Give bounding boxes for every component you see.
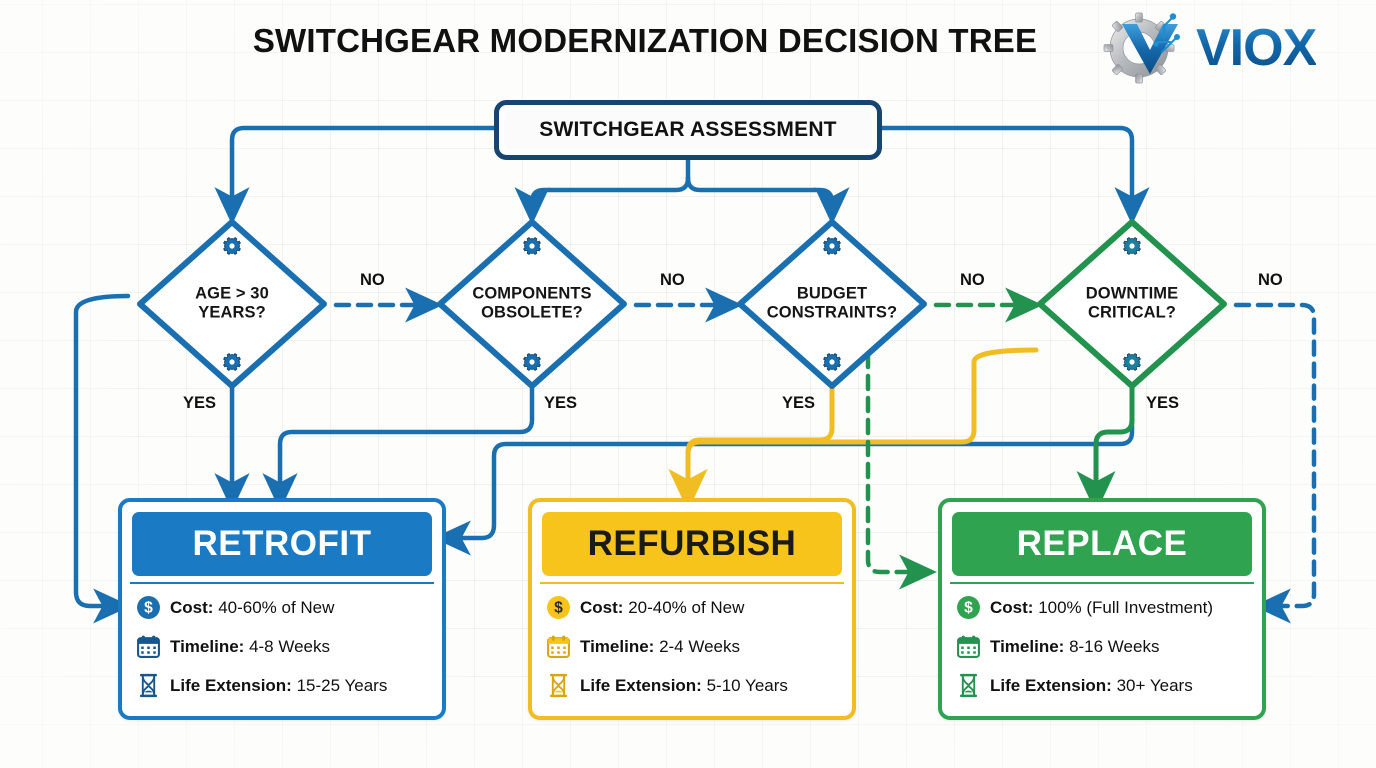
dollar-coin-icon: $: [546, 595, 580, 621]
row-label: Timeline:: [990, 636, 1065, 656]
row-value: 8-16 Weeks: [1069, 636, 1160, 656]
row-value: 4-8 Weeks: [249, 636, 331, 656]
hourglass-icon: [546, 673, 580, 699]
gear-icon: [823, 237, 841, 255]
outcome-replace-title: REPLACE: [952, 512, 1252, 576]
edge-downtime-to-refurbish: [668, 347, 1039, 512]
dollar-coin-icon: $: [136, 595, 170, 621]
edge-label-downtime-yes: YES: [1146, 394, 1180, 412]
gear-icon: [223, 237, 241, 255]
row-value: 2-4 Weeks: [659, 636, 741, 656]
outcome-card-replace[interactable]: REPLACE $ Cost: 100% (Full Investment): [938, 498, 1266, 720]
hourglass-icon: [136, 673, 170, 699]
edge-label-components-yes: YES: [544, 394, 578, 412]
edge-root-to-components: [514, 175, 691, 225]
row-label: Cost:: [170, 597, 214, 617]
outcome-card-retrofit[interactable]: RETROFIT $ Cost: 40-60% of New: [118, 498, 446, 720]
edge-root-to-age: [214, 125, 499, 225]
row-value: 40-60% of New: [218, 597, 335, 617]
list-item: Life Extension: 15-25 Years: [136, 666, 430, 705]
row-label: Timeline:: [170, 636, 245, 656]
row-value: 15-25 Years: [296, 675, 388, 695]
gear-icon: [1123, 237, 1141, 255]
gear-icon: [1123, 353, 1141, 371]
edge-label-budget-no: NO: [960, 271, 985, 289]
gear-icon: [523, 353, 541, 371]
edge-age-left-to-retrofit: [73, 293, 131, 624]
edge-budget-to-replace: [865, 329, 937, 590]
gear-v-logo-icon: [1103, 12, 1180, 84]
row-value: 30+ Years: [1116, 675, 1193, 695]
svg-text:$: $: [144, 600, 153, 617]
outcome-refurbish-rows: $ Cost: 20-40% of New: [546, 588, 840, 705]
outcome-refurbish-title: REFURBISH: [542, 512, 842, 576]
edge-downtime-yes-to-replace: [1076, 385, 1135, 514]
logo-wordmark: VIOX: [1196, 19, 1317, 77]
page-title: SWITCHGEAR MODERNIZATION DECISION TREE: [252, 22, 1038, 59]
node-switchgear-assessment[interactable]: SWITCHGEAR ASSESSMENT: [494, 100, 882, 160]
row-value: 100% (Full Investment): [1038, 597, 1213, 617]
list-item: $ Cost: 100% (Full Investment): [956, 588, 1250, 627]
edge-root-to-budget: [685, 175, 850, 225]
gear-icon: [523, 237, 541, 255]
row-label: Timeline:: [580, 636, 655, 656]
outcome-card-refurbish[interactable]: REFURBISH $ Cost: 20-40% of New: [528, 498, 856, 720]
svg-text:$: $: [964, 600, 973, 617]
row-label: Cost:: [580, 597, 624, 617]
calendar-icon: [546, 634, 580, 660]
list-item: Timeline: 4-8 Weeks: [136, 627, 430, 666]
viox-logo: VIOX: [1092, 8, 1372, 86]
outcome-retrofit-rows: $ Cost: 40-60% of New: [136, 588, 430, 705]
list-item: Timeline: 8-16 Weeks: [956, 627, 1250, 666]
edge-label-budget-yes: YES: [782, 394, 816, 412]
list-item: Life Extension: 5-10 Years: [546, 666, 840, 705]
edge-label-downtime-no: NO: [1258, 271, 1283, 289]
outcome-retrofit-title: RETROFIT: [132, 512, 432, 576]
list-item: Life Extension: 30+ Years: [956, 666, 1250, 705]
edge-components-yes-to-retrofit: [262, 385, 535, 511]
outcome-replace-rows: $ Cost: 100% (Full Investment): [956, 588, 1250, 705]
row-label: Life Extension:: [170, 675, 292, 695]
row-value: 5-10 Years: [706, 675, 788, 695]
row-label: Cost:: [990, 597, 1034, 617]
edge-root-to-downtime: [877, 125, 1150, 225]
list-item: Timeline: 2-4 Weeks: [546, 627, 840, 666]
calendar-icon: [956, 634, 990, 660]
edge-downtime-no-to-replace: [1233, 302, 1317, 624]
edge-label-age-no: NO: [360, 271, 385, 289]
gear-icon: [223, 353, 241, 371]
gear-icon: [823, 353, 841, 371]
row-label: Life Extension:: [580, 675, 702, 695]
list-item: $ Cost: 20-40% of New: [546, 588, 840, 627]
list-item: $ Cost: 40-60% of New: [136, 588, 430, 627]
dollar-coin-icon: $: [956, 595, 990, 621]
edge-label-age-yes: YES: [183, 394, 217, 412]
edge-right-chain-to-retrofit: [433, 307, 1135, 556]
edge-label-components-no: NO: [660, 271, 685, 289]
hourglass-icon: [956, 673, 990, 699]
svg-text:$: $: [554, 600, 563, 617]
calendar-icon: [136, 634, 170, 660]
row-value: 20-40% of New: [628, 597, 745, 617]
row-label: Life Extension:: [990, 675, 1112, 695]
node-root-label: SWITCHGEAR ASSESSMENT: [539, 118, 837, 141]
